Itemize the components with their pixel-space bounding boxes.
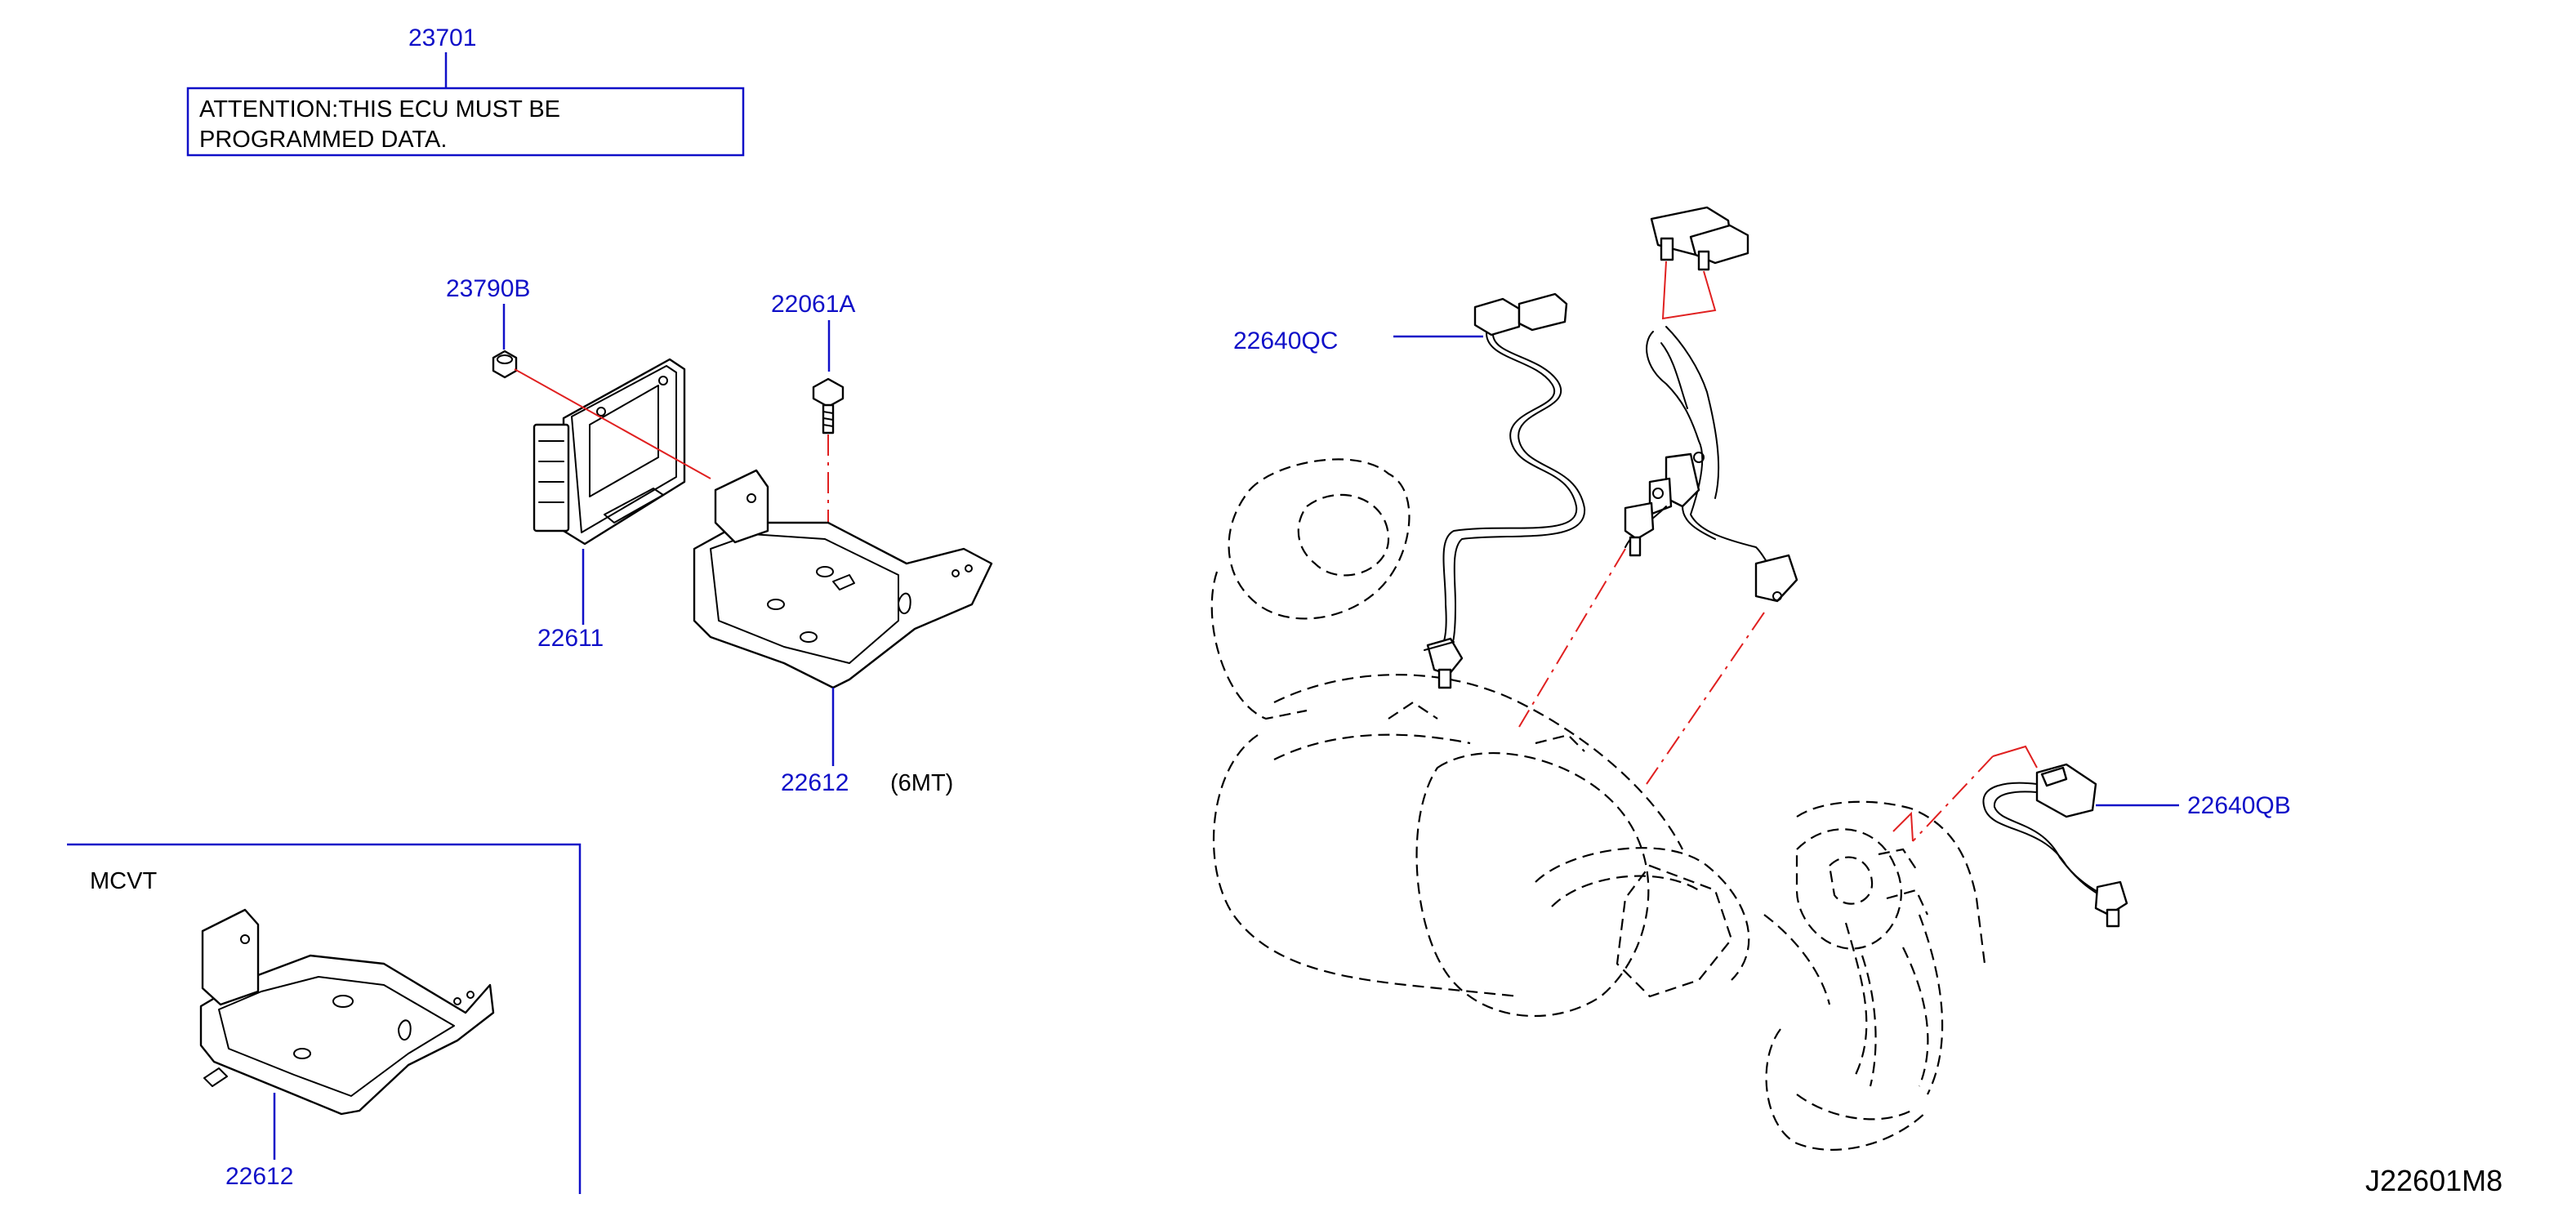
exhaust-pressure-sensor-part xyxy=(1650,206,1749,271)
inset-label-mcvt: MCVT xyxy=(90,868,157,894)
callout-22640qb[interactable]: 22640QB xyxy=(2187,792,2291,819)
bolt-part xyxy=(812,377,845,434)
upper-sensor-harness xyxy=(1624,206,1798,603)
ecu-module-part xyxy=(533,358,686,546)
callout-22612-6mt[interactable]: 22612 xyxy=(781,769,849,796)
oxygen-sensor-22640qc: 22640QC xyxy=(1233,292,1586,689)
callout-22061a[interactable]: 22061A xyxy=(771,291,855,318)
mcvt-inset: MCVT 22612 xyxy=(67,843,582,1194)
nut-part xyxy=(492,350,518,379)
diagram-code: J22601M8 xyxy=(2365,1164,2502,1197)
exhaust-outline xyxy=(1765,800,1986,1151)
engine-outline xyxy=(1210,458,1831,1018)
note-line-1: ATTENTION:THIS ECU MUST BE xyxy=(199,96,560,123)
callout-23790b[interactable]: 23790B xyxy=(446,275,530,302)
callout-22612-mcvt[interactable]: 22612 xyxy=(225,1163,293,1190)
note-line-2: PROGRAMMED DATA. xyxy=(199,127,447,153)
ecu-bracket-mcvt-part xyxy=(199,908,495,1116)
callout-22611[interactable]: 22611 xyxy=(537,625,604,652)
alignment-lines xyxy=(1518,548,1765,785)
ecu-bracket-6mt-part xyxy=(693,469,993,689)
ecu-assembly-group: 23790B 22611 22061A xyxy=(446,275,993,796)
variant-label-6mt: (6MT) xyxy=(890,770,953,796)
oxygen-sensor-22640qb: 22640QB xyxy=(1892,745,2291,928)
ecu-attention-note: 23701 ATTENTION:THIS ECU MUST BE PROGRAM… xyxy=(186,25,745,157)
callout-23701[interactable]: 23701 xyxy=(408,25,476,51)
callout-22640qc[interactable]: 22640QC xyxy=(1233,328,1338,354)
